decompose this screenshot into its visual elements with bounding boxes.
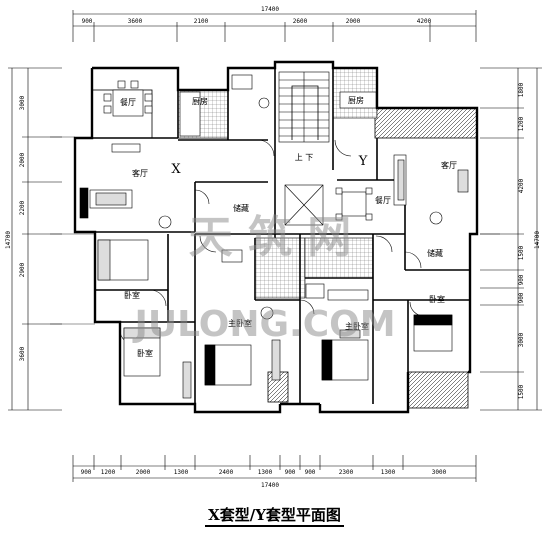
kitchen-counter-x-icon (179, 91, 201, 137)
right-dimension-2: 1200 (518, 116, 525, 131)
right-dimension-chain (480, 67, 542, 411)
left-dimension-2: 2000 (19, 152, 26, 167)
room-label-kitchen-y: 厨房 (348, 95, 364, 105)
dining-table-x-icon (103, 80, 153, 117)
bottom-dimension-chain (72, 455, 477, 482)
top-dimension-5: 2000 (346, 18, 361, 25)
bottom-dimension-3: 2000 (136, 469, 151, 476)
watermark-line2: JULONG.COM (131, 304, 395, 345)
axis-grid (50, 136, 500, 325)
right-dimension-8: 1500 (518, 384, 525, 399)
left-dimension-3: 2200 (19, 200, 26, 215)
right-total-dimension: 14700 (534, 231, 541, 249)
bottom-dimension-4: 1300 (174, 469, 189, 476)
top-dimension-4: 2600 (293, 18, 308, 25)
watermark-line1: 天 筑 网 (189, 212, 352, 263)
bottom-dimension-7: 900 (285, 469, 296, 476)
unit-x-label: X (171, 162, 181, 177)
right-dimension-7: 3000 (518, 332, 525, 347)
room-label-kitchen-x: 厨房 (192, 96, 208, 106)
exterior-walls (73, 60, 479, 414)
furniture (79, 74, 469, 399)
interior-walls (92, 68, 470, 404)
top-total-dimension: 17400 (261, 6, 279, 13)
stair-label: 上 下 (295, 153, 314, 162)
room-label-bedroom-x2: 卧室 (137, 348, 153, 358)
right-dimension-4: 1500 (518, 245, 525, 260)
top-dimension-chain (72, 10, 477, 42)
bottom-dimension-8: 900 (305, 469, 316, 476)
bed-y-icon (413, 314, 453, 352)
right-dimension-1: 1800 (518, 82, 525, 97)
bottom-dimension-6: 1300 (258, 469, 273, 476)
room-label-dining-y: 餐厅 (375, 196, 391, 205)
bed-x1-icon (97, 239, 149, 281)
room-label-dining-x: 餐厅 (120, 98, 136, 107)
sofa-x-icon (79, 143, 141, 219)
room-label-master-x: 主卧室 (228, 318, 252, 328)
top-dimension-6: 4200 (417, 18, 432, 25)
room-label-master-y: 主卧室 (345, 321, 369, 331)
bath-y-icon (305, 283, 369, 301)
master-bed-x-icon (204, 249, 281, 386)
drawing-title: X套型/Y套型平面图 (0, 504, 549, 527)
left-dimension-chain (8, 67, 62, 411)
kitchen-counter-y-icon (339, 91, 377, 109)
bottom-dimension-10: 1300 (381, 469, 396, 476)
stair-core (278, 71, 330, 226)
top-dimension-1: 900 (82, 18, 93, 25)
right-dimension-6: 900 (518, 292, 525, 303)
room-label-bedroom-y: 卧室 (429, 294, 445, 304)
room-label-living-x: 客厅 (132, 168, 148, 178)
toilet-x-icon (258, 97, 270, 109)
left-dimension-4: 2900 (19, 262, 26, 277)
top-dimension-2: 3600 (128, 18, 143, 25)
top-dimension-3: 2100 (194, 18, 209, 25)
right-dimension-3: 4200 (518, 178, 525, 193)
dining-table-y-icon (335, 187, 373, 221)
room-label-storage-y: 储藏 (427, 248, 443, 258)
bed-x2-icon (123, 327, 192, 399)
plant-y-icon (429, 211, 443, 225)
bottom-dimension-2: 1200 (101, 469, 116, 476)
bottom-dimension-9: 2300 (339, 469, 354, 476)
bottom-dimension-11: 3000 (432, 469, 447, 476)
left-total-dimension: 14700 (5, 231, 12, 249)
sofa-y-icon (393, 154, 469, 206)
room-label-storage-x: 储藏 (233, 203, 249, 213)
bottom-total-dimension: 17400 (261, 482, 279, 489)
unit-y-label: Y (358, 154, 368, 169)
bottom-dimension-5: 2400 (219, 469, 234, 476)
right-dimension-5: 900 (518, 274, 525, 285)
drawing-title-text: X套型/Y套型平面图 (205, 506, 344, 527)
bottom-dimension-1: 900 (81, 469, 92, 476)
left-dimension-5: 3600 (19, 346, 26, 361)
left-dimension-1: 3000 (19, 95, 26, 110)
room-label-bedroom-x1: 卧室 (124, 290, 140, 300)
plant-center-icon (260, 306, 274, 320)
bathtub-x-icon (231, 74, 253, 90)
master-bed-y-icon (321, 329, 369, 381)
plant-x-icon (158, 215, 172, 229)
room-label-living-y: 客厅 (441, 160, 457, 170)
